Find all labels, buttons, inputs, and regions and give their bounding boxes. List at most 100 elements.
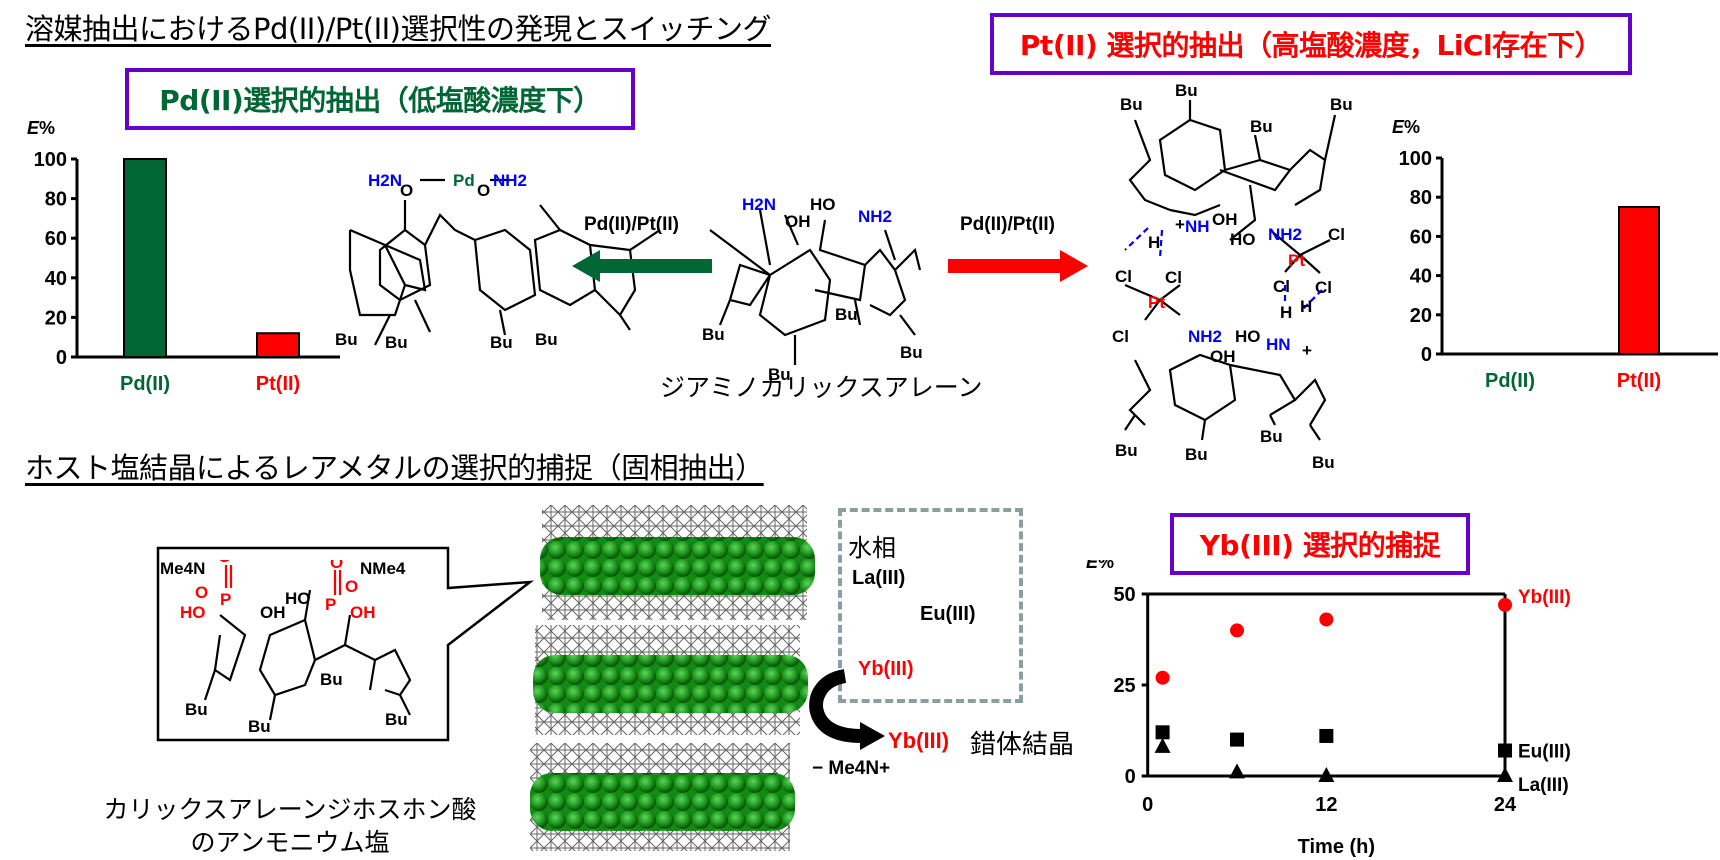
oh-label: OH (785, 212, 811, 231)
data-point-eu (1230, 732, 1245, 747)
but-label: Bu (1115, 441, 1138, 460)
x-category-label: Pd(II) (120, 373, 170, 395)
but-label: Bu (1120, 95, 1143, 114)
y-axis-label-italic: E (1392, 117, 1405, 137)
o-label: O (477, 181, 490, 200)
y-tick-label: 80 (45, 189, 67, 211)
ho-label: HO (180, 603, 206, 622)
h-label: H (1148, 233, 1160, 252)
x-category-label: Pd(II) (1485, 370, 1535, 392)
h-label: H (1300, 297, 1312, 316)
but-label: Bu (385, 710, 408, 729)
plus-label: + (1302, 341, 1312, 360)
y-axis-label-italic: E (27, 118, 40, 138)
crystal-layer (530, 743, 795, 851)
ho-label: HO (810, 195, 836, 214)
red-arrow-right-icon (948, 250, 1088, 282)
nh2-label: NH2 (493, 171, 527, 190)
nme4-label: NMe4 (360, 560, 406, 578)
o-label: O (330, 560, 343, 572)
hydrogen-bond-dashes (1124, 227, 1323, 311)
pt-selective-extraction-box: Pt(II) 選択的抽出（高塩酸濃度，LiCl存在下） (990, 13, 1632, 75)
diaminocalixarene-structure: H2N HO OH NH2 Bu Bu Bu Bu (702, 195, 923, 384)
aqueous-phase-label: 水相 (848, 534, 896, 562)
data-point-la (1497, 767, 1513, 782)
y-tick-label: 50 (1113, 584, 1135, 606)
o-label: O (345, 577, 358, 596)
crystal-packing-image (530, 505, 815, 851)
hn-label: HN (1266, 335, 1291, 354)
y-axis-label: E% (1086, 560, 1114, 572)
ion-la: La(III) (852, 567, 906, 589)
x-category-label: Pt(II) (256, 373, 300, 395)
but-label: Bu (835, 305, 858, 324)
bar (256, 332, 300, 359)
y-tick-label: 100 (1399, 148, 1432, 170)
series-label: Yb(III) (1518, 587, 1571, 608)
y-tick-label: 80 (1410, 187, 1432, 209)
data-point-la (1154, 737, 1171, 753)
pd-label: Pd (453, 171, 475, 190)
y-tick-label: 60 (45, 228, 67, 250)
h2n-label: H2N (368, 171, 402, 190)
ho-label: HO (1235, 327, 1261, 346)
section-title-solid-extraction: ホスト塩結晶によるレアメタルの選択的捕捉（固相抽出） (25, 451, 764, 485)
but-label: Bu (185, 700, 208, 719)
x-axis-label: Time (h) (1298, 836, 1375, 858)
but-label: Bu (535, 330, 558, 349)
data-point-yb (1498, 597, 1512, 612)
but-label: Bu (490, 333, 513, 350)
calixarene-diphosphonate-structure: Me4N O O P HO HO OH O O P OH NMe4 Bu Bu … (160, 560, 412, 736)
section-title-solvent-extraction: 溶媒抽出におけるPd(II)/Pt(II)選択性の発現とスイッチング (25, 12, 772, 46)
but-label: Bu (1175, 81, 1198, 100)
y-tick-label: 0 (1125, 766, 1136, 788)
but-label: Bu (335, 330, 358, 349)
x-category-label: Pt(II) (1617, 370, 1661, 392)
pd-complex-structure: H2N Pd NH2 O O Bu Bu Bu Bu (335, 171, 661, 350)
cl-label: Cl (1165, 268, 1182, 287)
oh-label: OH (1212, 210, 1238, 229)
o-label: O (218, 560, 231, 566)
p-label: P (325, 595, 336, 614)
o-label: O (400, 181, 413, 200)
h-label: H (1280, 303, 1292, 322)
arrow-right-label: Pd(II)/Pt(II) (960, 214, 1055, 235)
y-axis-label-italic: E (1086, 560, 1099, 572)
bar (1618, 206, 1660, 355)
data-point-la (1318, 767, 1335, 782)
cl-label: Cl (1115, 267, 1132, 286)
pd-complex-bonds (348, 178, 661, 346)
p-label: P (220, 590, 231, 609)
x-tick-label: 0 (1142, 794, 1153, 816)
but-label: Bu (1260, 427, 1283, 446)
crystal-layer (540, 505, 815, 620)
series-label: Eu(III) (1518, 742, 1571, 763)
y-axis-label-rest: % (1098, 560, 1114, 572)
h2n-label: H2N (742, 195, 776, 214)
green-arrow-left-icon (572, 250, 712, 282)
oh-label: OH (350, 603, 376, 622)
y-tick-label: 0 (56, 347, 67, 369)
byproduct-label: − Me4N+ (812, 758, 891, 779)
data-point-yb (1155, 670, 1170, 685)
y-tick-label: 40 (45, 268, 67, 290)
data-point-eu (1155, 725, 1170, 740)
crystal-layer (533, 625, 808, 735)
y-axis-label: E% (27, 118, 55, 138)
nh2-label: NH2 (858, 207, 892, 226)
y-tick-label: 25 (1113, 675, 1135, 697)
arrow-left-label: Pd(II)/Pt(II) (584, 214, 679, 235)
host-structure-callout (156, 546, 535, 742)
y-tick-label: 0 (1421, 344, 1432, 366)
oh-label: OH (260, 603, 286, 622)
y-tick-label: 20 (1410, 305, 1432, 327)
but-label: Bu (1250, 117, 1273, 136)
y-tick-label: 40 (1410, 266, 1432, 288)
nh-label: NH (1185, 217, 1210, 236)
but-label: Bu (320, 670, 343, 689)
product-label: 錯体結晶 (970, 730, 1075, 760)
data-point-yb (1319, 612, 1334, 627)
but-label: Bu (1312, 453, 1335, 472)
o-label: O (195, 583, 208, 602)
